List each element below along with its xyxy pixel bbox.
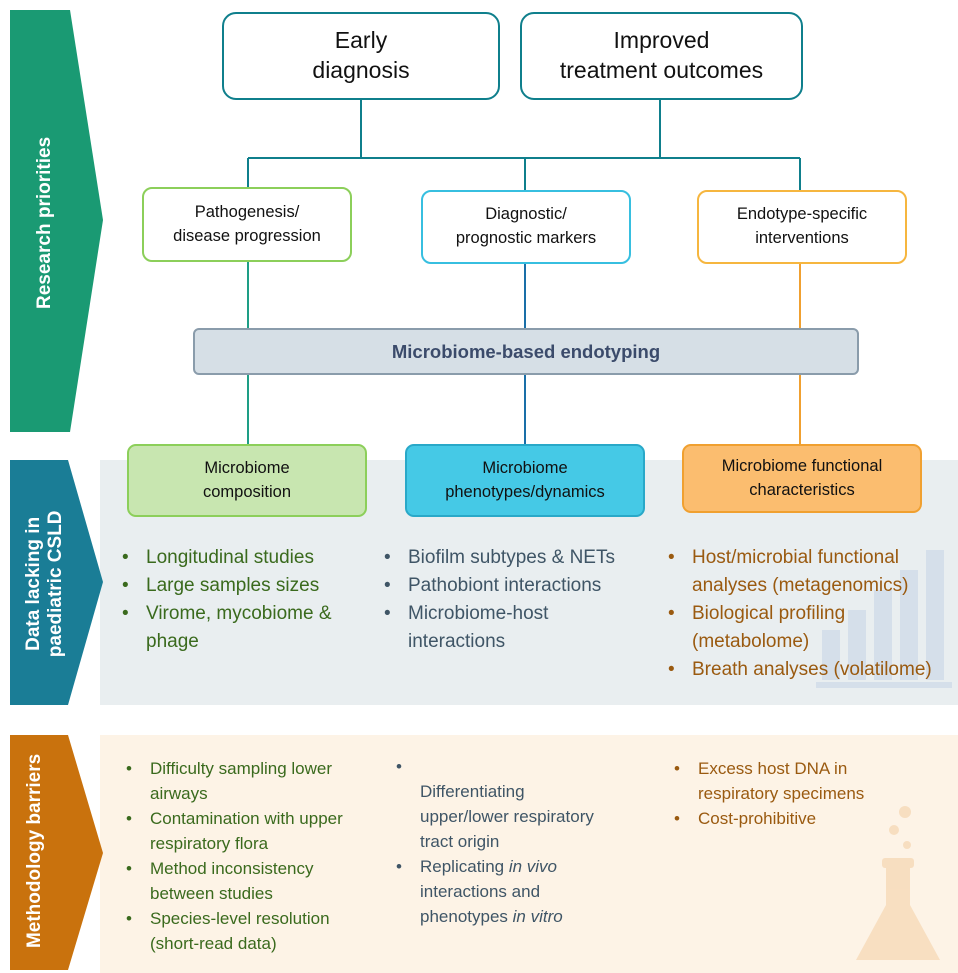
methodology-blue-list: Differentiating upper/lower respiratory … [392,754,642,929]
list-item: Pathobiont interactions [380,572,650,600]
microbiome-composition-box: Microbiome composition [127,444,367,517]
list-item: Method inconsistency between studies [122,856,382,906]
improved-treatment-box: Improved treatment outcomes [520,12,803,100]
data-lacking-label-line1: Data lacking in [23,516,45,651]
list-item: Large samples sizes [118,572,378,600]
blue-item-2-italic1: in vivo [508,857,558,876]
phenotypes-list: Biofilm subtypes & NETs Pathobiont inter… [380,544,650,656]
blue-item-2-part1: Replicating [420,857,509,876]
research-priorities-arrow [10,10,103,432]
research-priorities-label: Research priorities [34,136,56,309]
methodology-arrow [10,735,103,970]
list-item: Longitudinal studies [118,544,378,572]
connector-lines [247,100,801,190]
methodology-green-list: Difficulty sampling lower airways Contam… [122,756,382,956]
list-item: Breath analyses (volatilome) [664,656,958,684]
list-item: Excess host DNA in respiratory specimens [670,756,930,806]
blue-item-1-text: Differentiating upper/lower respiratory … [420,782,594,851]
data-lacking-label: Data lacking in paediatric CSLD [23,499,67,669]
list-item: Biofilm subtypes & NETs [380,544,650,572]
endotype-interventions-box: Endotype-specific interventions [697,190,907,264]
endotyping-bar: Microbiome-based endotyping [193,328,859,375]
methodology-label: Methodology barriers [24,753,46,949]
data-lacking-label-line2: paediatric CSLD [45,510,66,658]
methodology-orange-list: Excess host DNA in respiratory specimens… [670,756,930,831]
data-lacking-arrow [10,460,103,705]
diagnostic-markers-box: Diagnostic/ prognostic markers [421,190,631,264]
list-item: Replicating in vivo interactions and phe… [392,854,642,929]
list-item: Species-level resolution (short-read dat… [122,906,382,956]
list-item: Differentiating upper/lower respiratory … [392,754,642,854]
list-item: Cost-prohibitive [670,806,930,831]
list-item: Contamination with upper respiratory flo… [122,806,382,856]
blue-item-2-part2: interactions and phenotypes [420,882,541,926]
composition-list: Longitudinal studies Large samples sizes… [118,544,378,656]
list-item: Difficulty sampling lower airways [122,756,382,806]
list-item: Virome, mycobiome & phage [118,600,378,656]
list-item: Biological profiling (metabolome) [664,600,958,656]
microbiome-phenotypes-box: Microbiome phenotypes/dynamics [405,444,645,517]
blue-item-2-italic2: in vitro [512,907,563,926]
early-diagnosis-box: Early diagnosis [222,12,500,100]
pathogenesis-box: Pathogenesis/ disease progression [142,187,352,262]
microbiome-functional-box: Microbiome functional characteristics [682,444,922,513]
functional-list: Host/microbial functional analyses (meta… [664,544,958,684]
list-item: Microbiome-host interactions [380,600,650,656]
list-item: Host/microbial functional analyses (meta… [664,544,958,600]
